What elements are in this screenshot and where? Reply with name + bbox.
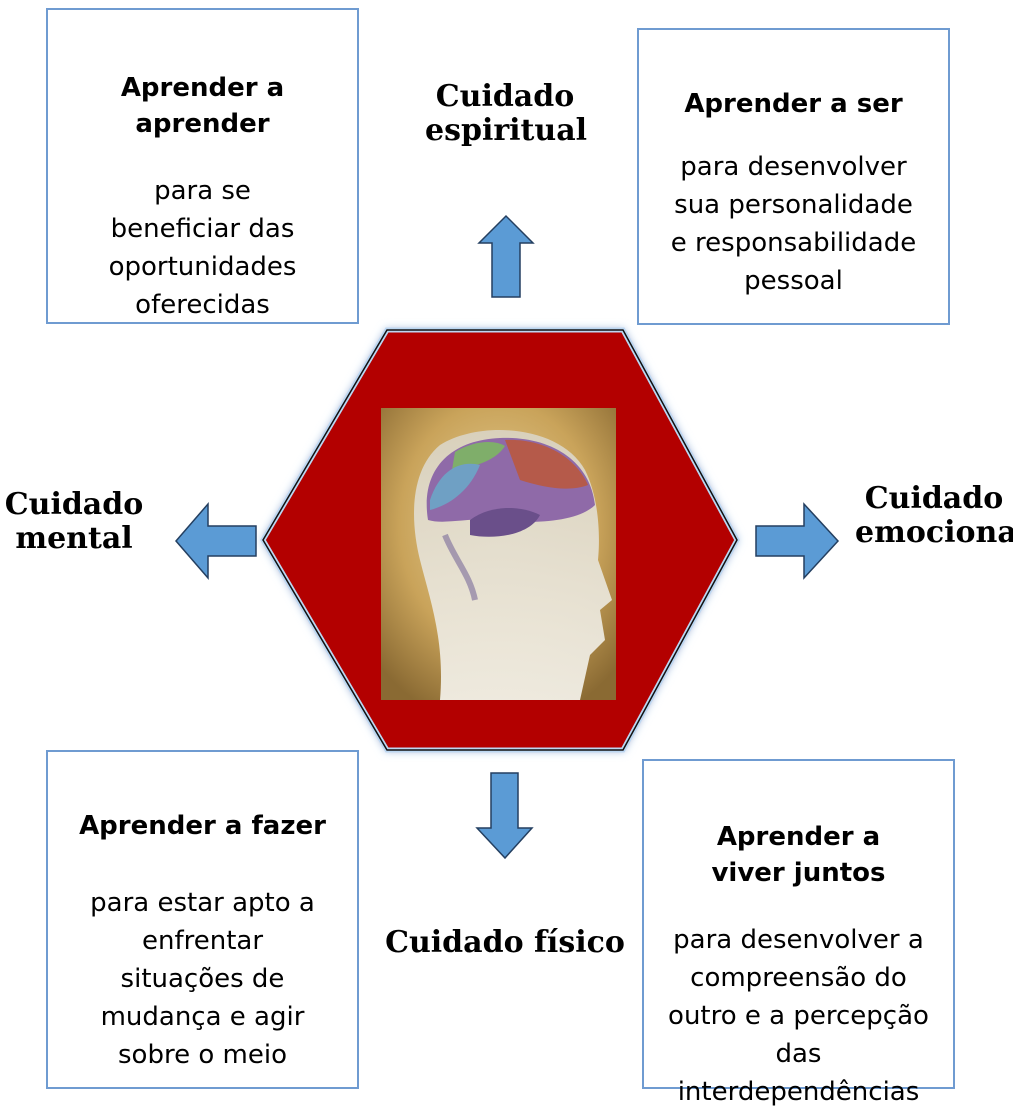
- box-text: para desenvolver a compreensão do outro …: [668, 925, 929, 1107]
- arrow-up-icon: [477, 214, 535, 298]
- label-cuidado-espiritual: Cuidado espiritual: [425, 79, 588, 148]
- box-aprender-a-viver-juntos: Aprender a viver juntos para desenvolver…: [642, 759, 955, 1107]
- box-text: para se beneficiar das oportunidades ofe…: [108, 176, 297, 320]
- box-text: para estar apto a enfrentar situações de…: [90, 888, 315, 1070]
- box-title: Aprender a viver juntos: [711, 822, 886, 888]
- box-aprender-a-ser: Aprender a ser para desenvolver sua pers…: [637, 28, 950, 325]
- box-aprender-a-aprender: Aprender a aprender para se beneficiar d…: [46, 8, 359, 324]
- label-cuidado-mental: Cuidado mental: [4, 487, 144, 556]
- box-title: Aprender a ser: [684, 89, 903, 119]
- brain-image: [381, 408, 616, 700]
- label-cuidado-fisico: Cuidado físico: [385, 925, 625, 960]
- arrow-down-icon: [475, 772, 534, 860]
- arrow-right-icon: [755, 502, 840, 580]
- box-title: Aprender a aprender: [120, 73, 285, 139]
- arrow-left-icon: [175, 501, 257, 581]
- box-text: para desenvolver sua personalidade e res…: [670, 152, 917, 296]
- box-aprender-a-fazer: Aprender a fazer para estar apto a enfre…: [46, 750, 359, 1089]
- box-title: Aprender a fazer: [79, 811, 326, 841]
- label-cuidado-emocional: Cuidado emocional: [855, 481, 1013, 550]
